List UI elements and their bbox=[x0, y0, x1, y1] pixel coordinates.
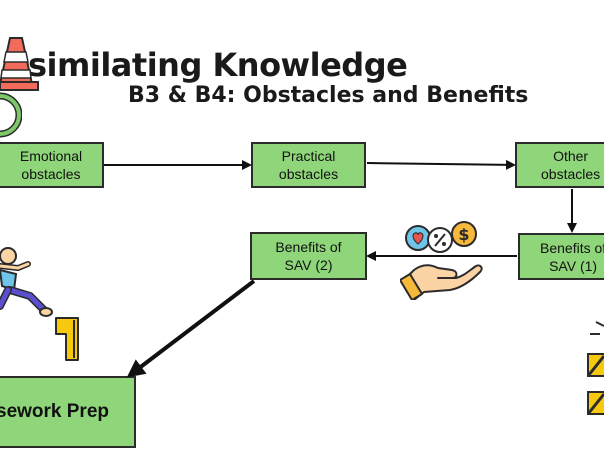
page-subtitle: B3 & B4: Obstacles and Benefits bbox=[128, 83, 529, 108]
hurdle-icon bbox=[55, 317, 79, 361]
arrow-practical-to-other bbox=[366, 159, 516, 170]
arrow-benefits2-to-coursework bbox=[126, 279, 256, 378]
running-person-icon bbox=[0, 247, 53, 317]
barrier-icon bbox=[586, 321, 604, 415]
box-other-obstacles: Other obstacles bbox=[515, 142, 604, 188]
box-benefits-sav-1: Benefits of SAV (1) bbox=[518, 233, 604, 280]
box-coursework-prep: sework Prep bbox=[0, 376, 136, 448]
traffic-cone-icon bbox=[0, 37, 39, 91]
page-title: similating Knowledge bbox=[28, 46, 408, 84]
box-benefits-sav-2: Benefits of SAV (2) bbox=[250, 232, 367, 280]
wreath-icon bbox=[0, 92, 22, 138]
box-emotional-obstacles: Emotional obstacles bbox=[0, 142, 104, 188]
box-practical-obstacles: Practical obstacles bbox=[251, 142, 366, 188]
hand-coins-icon: $ bbox=[400, 221, 483, 300]
svg-text:$: $ bbox=[458, 225, 469, 244]
